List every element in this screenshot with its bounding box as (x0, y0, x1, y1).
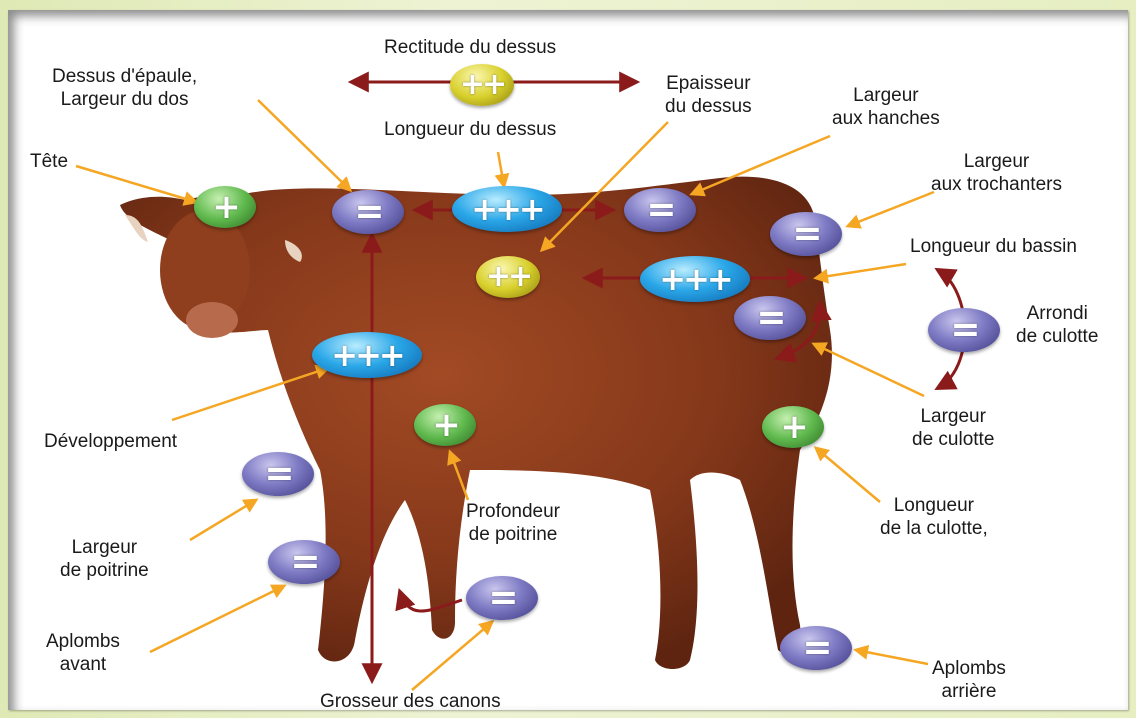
badge-aplombs-avant: = (268, 540, 340, 584)
badge-grosseur-canons: = (466, 576, 538, 620)
label-longueur-dessus: Longueur du dessus (384, 119, 557, 140)
tete-pointer (75, 164, 199, 206)
cow-illustration (120, 176, 832, 669)
badge-arrondi-culotte: = (928, 308, 1000, 352)
badge-largeur-hanches: = (624, 188, 696, 232)
label-longueur-bassin: Longueur du bassin (910, 236, 1077, 257)
badge-epaisseur: ++ (476, 256, 540, 298)
badge-largeur-culotte: = (734, 296, 806, 340)
label-dessus-epaule: Dessus d'épaule,Largeur du dos (52, 66, 198, 110)
culotte-curve-arrow (774, 299, 832, 363)
hanches-pointer (689, 134, 831, 197)
largeur-poitrine-pointer (189, 498, 259, 542)
badge-longueur-bassin: +++ (640, 256, 750, 302)
label-grosseur-canons: Grosseur des canons (320, 691, 501, 712)
badge-longueur-dessus: +++ (452, 186, 562, 232)
epaule-pointer (257, 99, 353, 193)
trochanters-pointer (845, 190, 935, 229)
canons-pointer (411, 620, 495, 691)
epaisseur-pointer (539, 121, 669, 253)
badge-dessus-epaule: = (332, 190, 404, 234)
badge-developpement: +++ (312, 332, 422, 378)
label-rectitude: Rectitude du dessus (384, 37, 557, 58)
bassin-pointer (813, 262, 907, 284)
longueur-culotte-pointer (813, 446, 881, 503)
canons-curve-arrow (395, 588, 463, 613)
developpement-pointer (171, 364, 331, 422)
badge-longueur-culotte: + (762, 406, 824, 448)
profondeur-pointer (447, 449, 470, 501)
aplombs-arriere-pointer (853, 644, 929, 666)
badge-largeur-trochanters: = (770, 212, 842, 256)
badge-tete: + (194, 186, 256, 228)
badge-aplombs-arriere: = (780, 626, 852, 670)
label-tete: Tête (30, 151, 69, 172)
label-developpement: Développement (44, 431, 178, 452)
pointer-arrows (75, 99, 935, 691)
aplombs-avant-pointer (149, 584, 287, 654)
badge-rectitude: ++ (450, 64, 514, 106)
largeur-culotte-pointer (811, 342, 925, 398)
badge-profondeur-poitrine: + (414, 404, 476, 446)
longueur-dessus-pointer (494, 151, 510, 189)
badge-largeur-poitrine: = (242, 452, 314, 496)
